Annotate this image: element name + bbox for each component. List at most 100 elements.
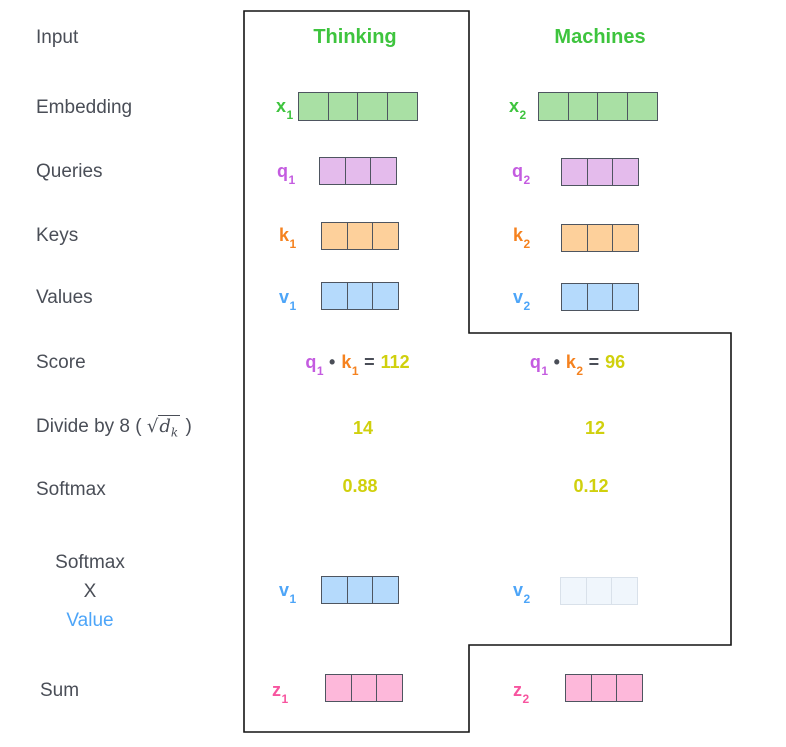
vector-cell xyxy=(346,576,374,604)
softmax-x-line3: Value xyxy=(66,610,114,631)
row-label-divide: Divide by 8 ( √dk ) xyxy=(36,415,192,440)
vector-v2 xyxy=(561,283,639,311)
vector-cell xyxy=(590,674,618,702)
column-header-thinking: Thinking xyxy=(313,26,397,48)
softmax-x-line1: Softmax xyxy=(55,552,125,573)
vector-label-v2: v2 xyxy=(513,287,531,313)
vector-cell xyxy=(561,283,588,311)
row-label-values: Values xyxy=(36,287,93,308)
vector-cell xyxy=(585,577,613,605)
divide-label-close-paren: ) xyxy=(185,416,192,437)
vector-z2 xyxy=(565,674,643,702)
divide-value-thinking: 14 xyxy=(352,418,374,438)
softmax-x-line2: X xyxy=(83,581,97,602)
vector-label-v1-weighted: v1 xyxy=(279,580,297,606)
dot-product-icon: • xyxy=(329,352,336,372)
vector-cell xyxy=(611,577,638,605)
vector-cell xyxy=(597,92,628,121)
vector-cell xyxy=(298,92,329,121)
radicand-d: d xyxy=(159,416,171,437)
softmax-value-thinking: 0.88 xyxy=(342,476,378,496)
vector-label-x1: x1 xyxy=(276,96,294,122)
row-label-input: Input xyxy=(36,27,79,48)
row-label-softmax-x-value: Softmax X Value xyxy=(30,548,150,635)
vector-cell xyxy=(586,283,614,311)
vector-cell xyxy=(346,222,374,250)
row-label-queries: Queries xyxy=(36,161,103,182)
vector-cell xyxy=(386,92,418,121)
row-label-softmax: Softmax xyxy=(36,479,106,500)
vector-cell xyxy=(612,283,639,311)
vector-cell xyxy=(344,157,372,185)
vector-cell xyxy=(561,224,588,252)
score-value-machines: 96 xyxy=(605,352,626,372)
radical-icon: √ xyxy=(146,416,159,437)
vector-q1 xyxy=(319,157,397,185)
vector-cell xyxy=(612,158,639,186)
vector-x1 xyxy=(298,92,418,121)
vector-cell xyxy=(325,674,352,702)
vector-cell xyxy=(565,674,592,702)
vector-cell xyxy=(372,222,399,250)
vector-z1 xyxy=(325,674,403,702)
vector-label-v1: v1 xyxy=(279,287,297,313)
score-expression-thinking: q1 • k1 = 112 xyxy=(275,352,440,378)
score-q1-term: q1 xyxy=(529,352,549,378)
radicand-sub-k: k xyxy=(170,425,179,440)
divide-value-machines: 12 xyxy=(584,418,606,438)
vector-cell xyxy=(586,158,614,186)
score-k1-term: k1 xyxy=(341,352,359,378)
divide-label-text: Divide by 8 ( xyxy=(36,416,142,437)
vector-cell xyxy=(370,157,397,185)
equals-sign: = xyxy=(588,352,600,372)
softmax-value-machines: 0.12 xyxy=(573,476,609,496)
vector-cell xyxy=(626,92,658,121)
score-q1-term: q1 xyxy=(305,352,324,378)
vector-cell xyxy=(321,576,348,604)
equals-sign: = xyxy=(364,352,375,372)
vector-cell xyxy=(357,92,388,121)
vector-cell xyxy=(372,576,399,604)
vector-cell xyxy=(616,674,643,702)
vector-label-k1: k1 xyxy=(279,225,297,251)
vector-label-x2: x2 xyxy=(509,96,527,122)
vector-label-v2-weighted: v2 xyxy=(513,580,531,606)
vector-v1 xyxy=(321,282,399,310)
vector-cell xyxy=(321,282,348,310)
sqrt-dk-formula: √dk xyxy=(146,415,181,440)
score-expression-machines: q1 • k2 = 96 xyxy=(495,352,660,378)
vector-cell xyxy=(350,674,378,702)
vector-v2-weighted-faded xyxy=(560,577,638,605)
vector-k1 xyxy=(321,222,399,250)
row-label-embedding: Embedding xyxy=(36,97,133,118)
vector-cell xyxy=(561,158,588,186)
score-k2-term: k2 xyxy=(565,352,584,378)
vector-label-z1: z1 xyxy=(272,680,289,706)
vector-v1-weighted xyxy=(321,576,399,604)
vector-cell xyxy=(567,92,599,121)
row-label-score: Score xyxy=(36,352,86,373)
vector-q2 xyxy=(561,158,639,186)
vector-cell xyxy=(319,157,346,185)
vector-k2 xyxy=(561,224,639,252)
vector-cell xyxy=(372,282,399,310)
vector-cell xyxy=(346,282,374,310)
vector-cell xyxy=(560,577,587,605)
vector-cell xyxy=(538,92,569,121)
vector-cell xyxy=(321,222,348,250)
column-header-machines: Machines xyxy=(554,26,646,48)
vector-label-k2: k2 xyxy=(513,225,531,251)
score-value-thinking: 112 xyxy=(380,352,410,372)
vector-label-q2: q2 xyxy=(512,161,531,187)
vector-cell xyxy=(612,224,639,252)
vector-cell xyxy=(327,92,359,121)
dot-product-icon: • xyxy=(553,352,560,372)
vector-label-z2: z2 xyxy=(513,680,530,706)
vector-label-q1: q1 xyxy=(277,161,296,187)
vector-cell xyxy=(376,674,403,702)
vector-x2 xyxy=(538,92,658,121)
row-label-sum: Sum xyxy=(40,680,80,701)
vector-cell xyxy=(586,224,614,252)
